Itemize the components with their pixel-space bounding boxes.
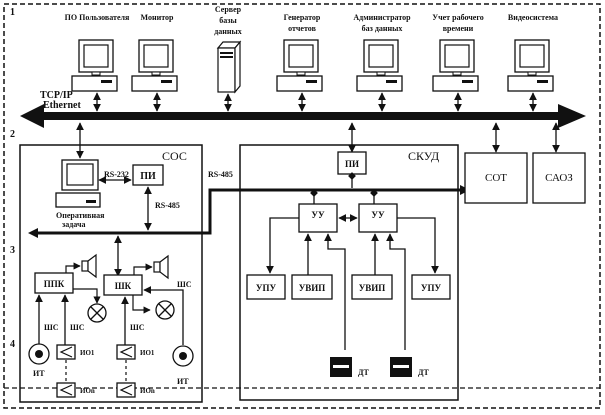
rs485-outer-label: RS-485 bbox=[208, 170, 233, 179]
intrusion-detector-icon bbox=[56, 344, 76, 360]
speaker-icon bbox=[65, 253, 97, 279]
loop-line bbox=[143, 286, 184, 345]
link-uu-to-upu bbox=[397, 217, 439, 274]
link-dt-to-uu bbox=[386, 233, 406, 350]
computer-case-icon bbox=[507, 75, 554, 92]
saoz-box bbox=[532, 152, 586, 204]
loop-label: ШС bbox=[70, 323, 85, 332]
workstation-1: Монитор bbox=[131, 13, 178, 112]
device-label: УПУ bbox=[421, 283, 442, 293]
lamp-icon bbox=[73, 288, 107, 323]
ppk-box bbox=[34, 272, 74, 294]
sot-label: СОТ bbox=[485, 172, 507, 184]
workstation-label-line: базы bbox=[219, 16, 237, 25]
computer-case-icon bbox=[71, 75, 118, 92]
workstation-6: Видеосистема bbox=[507, 13, 558, 112]
rs485-inner-label: RS-485 bbox=[155, 201, 180, 210]
computer-case-icon bbox=[356, 75, 403, 92]
device-box-upu bbox=[246, 274, 286, 300]
network-name-line1: TCP/IP bbox=[40, 90, 73, 101]
workstation-label-line: баз данных bbox=[362, 24, 403, 33]
saoz-label: САОЗ bbox=[545, 172, 573, 184]
fire-sensor-label: ИТ bbox=[33, 369, 45, 378]
device-label: УПУ bbox=[256, 283, 277, 293]
uu-box bbox=[298, 203, 338, 233]
skud-title: СКУД bbox=[408, 149, 439, 163]
network-name-line2: Ethernet bbox=[43, 100, 81, 111]
door-sensor-icon bbox=[330, 357, 352, 377]
fire-sensor-label: ИТ bbox=[177, 377, 189, 386]
level-frame-outer bbox=[3, 3, 601, 409]
detector-label: ИО1 bbox=[140, 349, 155, 357]
workstation-3: Генератор отчетов bbox=[276, 13, 323, 112]
uu-label: УУ bbox=[311, 210, 325, 220]
link-dt-to-uu bbox=[324, 233, 346, 350]
device-box-uvip bbox=[351, 274, 393, 300]
workstation-label-line: Сервер bbox=[215, 5, 242, 14]
workstation-4: Администратор баз данных bbox=[353, 13, 411, 112]
fire-sensor-icon bbox=[172, 345, 194, 367]
soc-pi-label: ПИ bbox=[140, 171, 156, 182]
intrusion-detector-icon bbox=[116, 344, 136, 360]
workstation-0: ПО Пользователя bbox=[65, 13, 130, 112]
ppk-label: ППК bbox=[44, 279, 65, 289]
row-number-1: 1 bbox=[10, 7, 15, 18]
door-sensor-label: ДТ bbox=[358, 368, 370, 377]
soc-block bbox=[19, 144, 203, 403]
soc-workstation-label-line2: задача bbox=[62, 220, 85, 229]
shk-box bbox=[103, 274, 143, 296]
intrusion-detector-icon bbox=[56, 382, 76, 398]
soc-title: СОС bbox=[162, 149, 187, 163]
workstation-label-line: Администратор bbox=[353, 13, 411, 22]
lamp-icon bbox=[132, 295, 175, 320]
workstation-label-line: Монитор bbox=[141, 13, 174, 22]
computer-case-icon bbox=[131, 75, 178, 92]
workstation-label-line: Генератор bbox=[284, 13, 321, 22]
workstation-5: Учет рабочего времени bbox=[432, 13, 484, 112]
workstation-label-line: времени bbox=[443, 24, 474, 33]
device-label: УВИП bbox=[359, 283, 386, 293]
detector-label: ИОn bbox=[80, 387, 95, 395]
workstation-label-line: Учет рабочего bbox=[432, 13, 484, 22]
computer-case-icon bbox=[276, 75, 323, 92]
skud-pi-label: ПИ bbox=[345, 159, 359, 169]
loop-label: ШС bbox=[44, 323, 59, 332]
workstations-row: ПО Пользователя Монитор Сервер базы данных Ге… bbox=[65, 5, 558, 112]
link-uu-to-upu bbox=[266, 217, 299, 274]
soc-workstation-label-line1: Оперативная bbox=[56, 211, 105, 220]
door-sensor-label: ДТ bbox=[418, 368, 430, 377]
soc-workstation bbox=[55, 159, 101, 208]
door-sensor-icon bbox=[390, 357, 412, 377]
loop-label: ШС bbox=[130, 323, 145, 332]
device-box-uvip bbox=[291, 274, 333, 300]
row-number-4: 4 bbox=[10, 339, 15, 350]
fire-sensor-icon bbox=[28, 343, 50, 365]
loop-label: ШС bbox=[177, 280, 192, 289]
workstation-label-line: Видеосистема bbox=[508, 13, 558, 22]
workstation-label-line: отчетов bbox=[288, 24, 317, 33]
detector-label: ИОn bbox=[140, 387, 155, 395]
intrusion-detector-icon bbox=[116, 382, 136, 398]
device-box-upu bbox=[411, 274, 451, 300]
workstation-label-line: данных bbox=[214, 27, 242, 36]
speaker-icon bbox=[133, 254, 169, 280]
computer-case-icon bbox=[432, 75, 479, 92]
row-number-2: 2 bbox=[10, 129, 15, 140]
detector-label: ИО1 bbox=[80, 349, 95, 357]
sot-box bbox=[464, 152, 528, 204]
device-label: УВИП bbox=[299, 283, 326, 293]
shk-label: ШК bbox=[115, 281, 132, 291]
soc-pi-box bbox=[132, 164, 164, 186]
rs232-label: RS-232 bbox=[104, 170, 129, 179]
uu-label: УУ bbox=[371, 210, 385, 220]
row-number-3: 3 bbox=[10, 245, 15, 256]
ethernet-bus bbox=[20, 104, 586, 128]
workstation-2: Сервер базы данных bbox=[214, 5, 242, 112]
workstation-label-line: ПО Пользователя bbox=[65, 13, 130, 22]
